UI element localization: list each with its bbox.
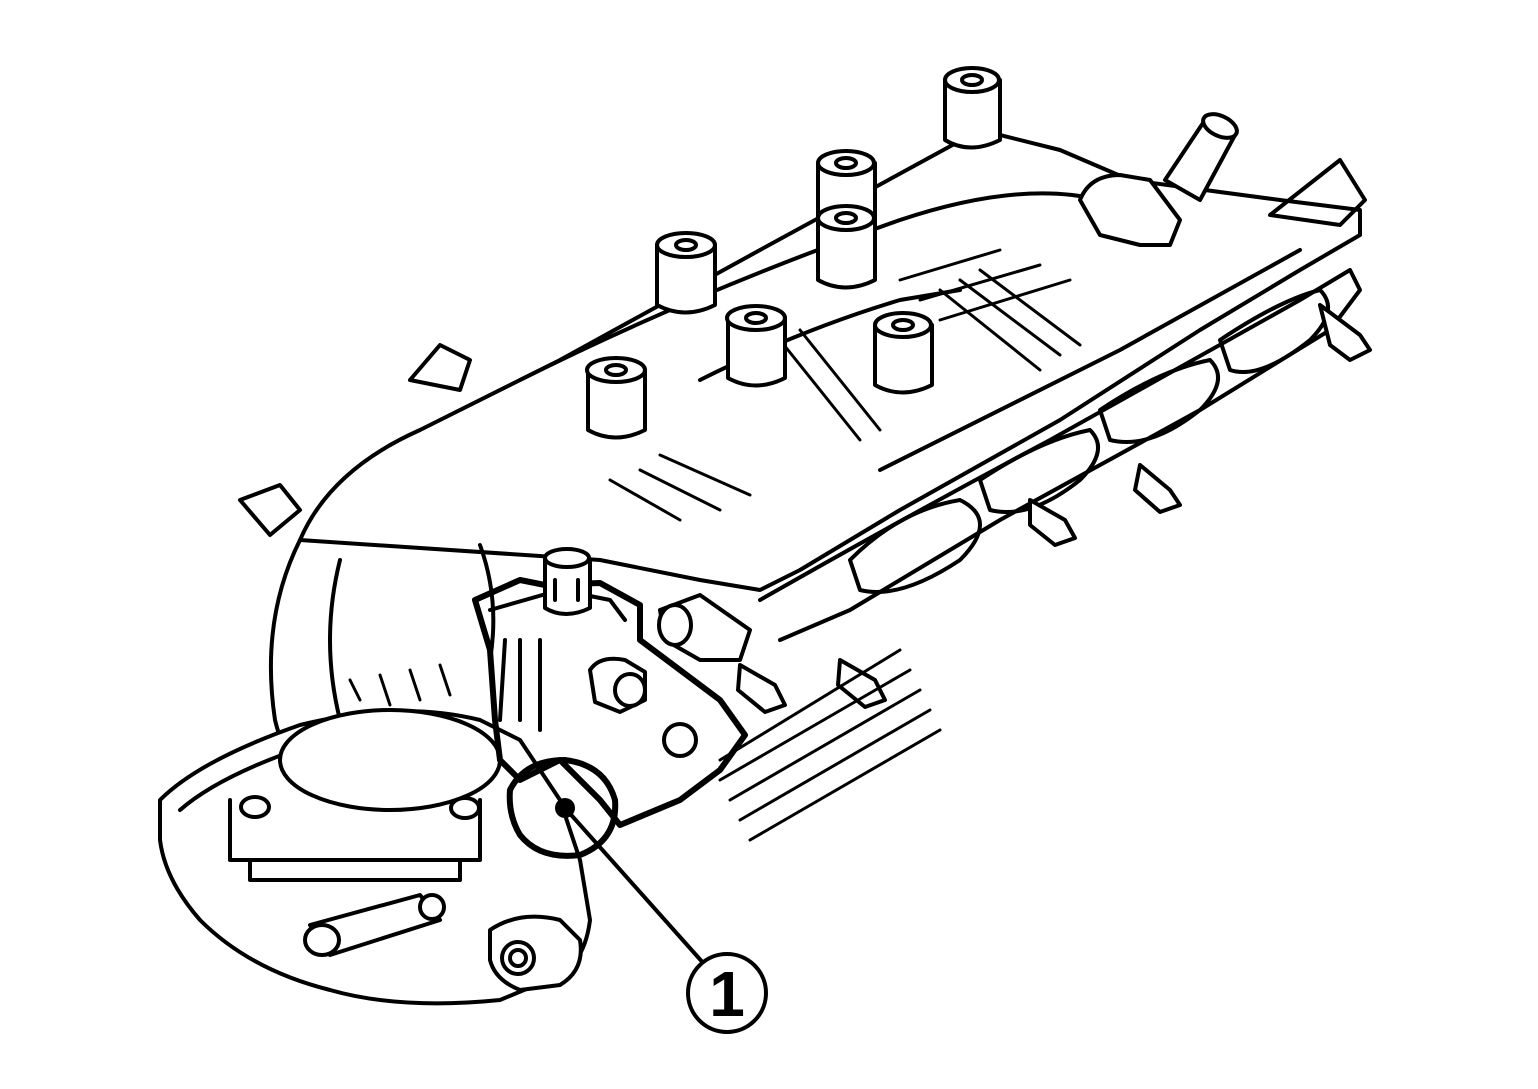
injector-boss — [725, 304, 787, 388]
injector-boss — [655, 231, 717, 315]
injector-boss — [816, 204, 877, 290]
manifold-lower-runners — [718, 268, 1372, 842]
callout-leader-line — [563, 806, 707, 967]
coolant-tube — [303, 893, 583, 992]
callout-label: 1 — [709, 958, 745, 1030]
callout-1: 1 — [555, 798, 768, 1034]
injector-boss — [873, 311, 934, 395]
callout-circle — [686, 952, 768, 1034]
sensor-connector — [543, 547, 592, 616]
vacuum-fitting — [1078, 112, 1239, 247]
injector-bosses — [585, 66, 1002, 440]
injector-boss — [585, 356, 647, 440]
injector-boss — [943, 66, 1002, 150]
bypass-fitting — [657, 593, 752, 662]
